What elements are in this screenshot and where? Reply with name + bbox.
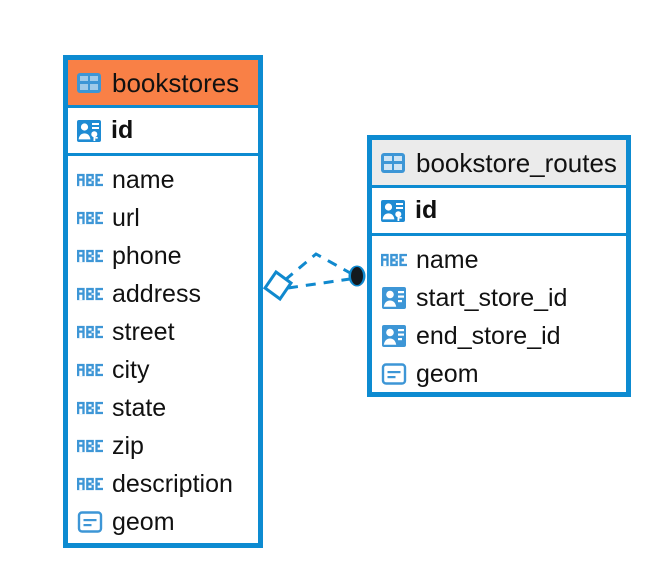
entity-column-label: street: [112, 317, 175, 346]
entity-column-row[interactable]: zip: [68, 427, 258, 465]
entity-column-row[interactable]: name: [372, 241, 626, 279]
entity-column-label: city: [112, 355, 150, 384]
entity-column-label: description: [112, 469, 233, 498]
foreign-key-icon: [381, 324, 407, 348]
entity-column-label: name: [112, 165, 175, 194]
relationship-circle-endpoint[interactable]: [348, 265, 366, 287]
entity-column-row[interactable]: street: [68, 313, 258, 351]
text-abc-icon: [77, 400, 103, 416]
text-abc-icon: [77, 286, 103, 302]
table-grid-icon: [76, 72, 102, 94]
entity-column-row[interactable]: geom: [68, 503, 258, 541]
text-abc-icon: [77, 438, 103, 454]
entity-primary-key-row-bookstore_routes[interactable]: id: [372, 188, 626, 236]
text-abc-icon: [77, 172, 103, 188]
entity-table-bookstores[interactable]: bookstores id name url phone address street c…: [63, 55, 263, 548]
foreign-key-icon: [381, 286, 407, 310]
table-grid-icon: [380, 152, 406, 174]
entity-header-bookstores[interactable]: bookstores: [68, 60, 258, 108]
entity-column-row[interactable]: description: [68, 465, 258, 503]
entity-column-label: state: [112, 393, 167, 422]
text-abc-icon: [77, 324, 103, 340]
text-abc-icon: [77, 210, 103, 226]
entity-column-list-bookstores: name url phone address street city state zip des…: [68, 156, 258, 544]
entity-column-label: start_store_id: [416, 283, 568, 312]
entity-column-label: geom: [416, 359, 479, 388]
entity-column-label: zip: [112, 431, 144, 460]
entity-column-label: name: [416, 245, 479, 274]
text-abc-icon: [77, 362, 103, 378]
entity-column-row[interactable]: city: [68, 351, 258, 389]
text-abc-icon: [381, 252, 407, 268]
primary-key-label: id: [111, 116, 134, 144]
entity-column-row[interactable]: geom: [372, 355, 626, 393]
entity-column-label: end_store_id: [416, 321, 561, 350]
entity-column-label: address: [112, 279, 201, 308]
primary-key-label: id: [415, 196, 438, 224]
entity-title-label: bookstore_routes: [416, 147, 617, 178]
text-abc-icon: [77, 476, 103, 492]
entity-column-row[interactable]: phone: [68, 237, 258, 275]
entity-title-label: bookstores: [112, 67, 240, 98]
entity-column-row[interactable]: url: [68, 199, 258, 237]
entity-column-label: phone: [112, 241, 182, 270]
relationship-diamond-endpoint[interactable]: [262, 269, 294, 302]
entity-column-row[interactable]: start_store_id: [372, 279, 626, 317]
entity-column-label: geom: [112, 507, 175, 536]
geometry-icon: [77, 510, 103, 534]
entity-column-row[interactable]: name: [68, 161, 258, 199]
geometry-icon: [381, 362, 407, 386]
entity-header-bookstore_routes[interactable]: bookstore_routes: [372, 140, 626, 188]
entity-primary-key-row-bookstores[interactable]: id: [68, 108, 258, 156]
entity-column-row[interactable]: state: [68, 389, 258, 427]
text-abc-icon: [77, 248, 103, 264]
primary-key-icon: [380, 199, 406, 223]
entity-column-label: url: [112, 203, 140, 232]
primary-key-icon: [76, 119, 102, 143]
relationship-line-upper: [284, 252, 353, 282]
entity-column-row[interactable]: end_store_id: [372, 317, 626, 355]
entity-column-row[interactable]: address: [68, 275, 258, 313]
relationship-line-lower: [287, 277, 351, 290]
